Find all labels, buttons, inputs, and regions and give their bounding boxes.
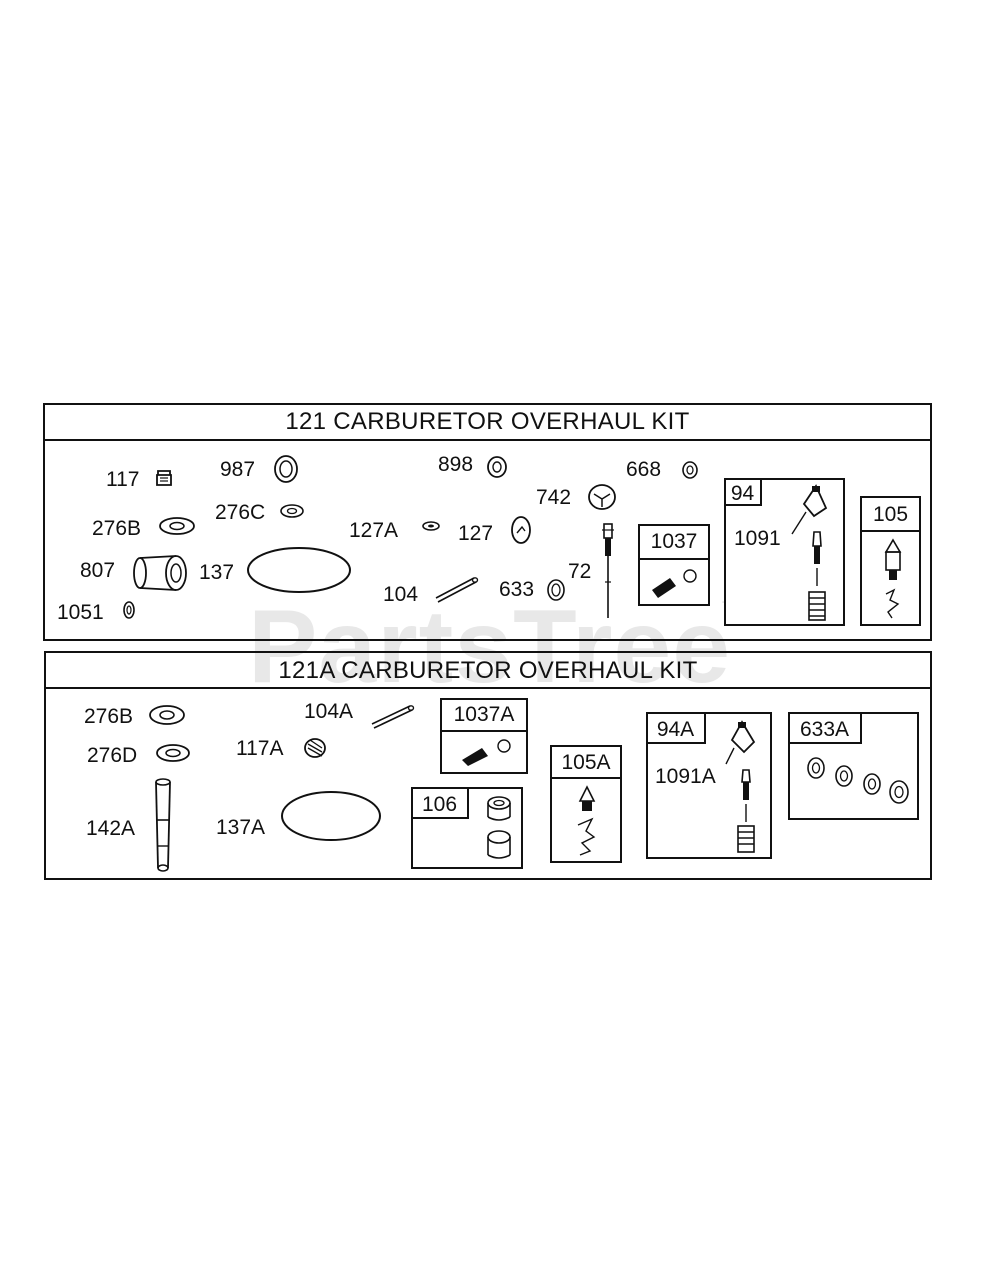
part-label-807: 807: [80, 559, 116, 582]
part-137-icon: [247, 547, 351, 593]
part-142A-icon: [155, 778, 171, 872]
subkit-94A-label-1091A: 1091A: [655, 765, 716, 788]
part-807-icon: [133, 555, 187, 591]
part-72-icon: [602, 523, 614, 618]
subkit-94-parts-icon: [791, 484, 828, 621]
part-137A-icon: [281, 791, 381, 841]
subkit-94A-parts-icon: [725, 720, 756, 853]
part-label-668: 668: [626, 458, 662, 481]
subkit-105A-parts-icon: [577, 785, 596, 856]
subkit-94-tag: 94: [723, 477, 762, 506]
part-633-icon: [547, 579, 565, 601]
part-label-276D: 276D: [87, 744, 138, 767]
part-label-742: 742: [536, 486, 572, 509]
subkit-94-label-1091: 1091: [734, 527, 781, 550]
subkit-105-tag: 105: [862, 498, 919, 532]
part-276B-kit2-icon: [149, 705, 185, 725]
part-127A-icon: [422, 521, 440, 531]
subkit-633A-parts-icon: [807, 757, 909, 804]
part-276B-icon: [159, 517, 195, 535]
subkit-105: 105: [860, 496, 921, 626]
subkit-1037-parts-icon: [652, 569, 697, 598]
part-label-127: 127: [458, 522, 494, 545]
subkit-1037: 1037: [638, 524, 710, 606]
part-127-icon: [511, 516, 531, 544]
part-label-1051: 1051: [57, 601, 104, 624]
subkit-94: 94: [723, 477, 845, 626]
kit-121-title: 121 CARBURETOR OVERHAUL KIT: [45, 405, 930, 441]
part-label-633: 633: [499, 578, 535, 601]
part-label-987: 987: [220, 458, 256, 481]
part-label-276B-kit2: 276B: [84, 705, 134, 728]
part-label-72: 72: [568, 560, 592, 583]
subkit-106-tag: 106: [410, 786, 469, 819]
subkit-105A: 105A: [550, 745, 622, 863]
part-276C-icon: [280, 504, 304, 518]
part-987-icon: [274, 455, 298, 483]
part-668-icon: [682, 461, 698, 479]
subkit-633A-tag: 633A: [787, 711, 862, 744]
part-label-137A: 137A: [216, 816, 266, 839]
part-label-104A: 104A: [304, 700, 354, 723]
subkit-1037A: 1037A: [440, 698, 528, 774]
part-label-276C: 276C: [215, 501, 266, 524]
subkit-105A-tag: 105A: [552, 747, 620, 779]
subkit-1037A-tag: 1037A: [442, 700, 526, 732]
subkit-105-parts-icon: [884, 538, 902, 619]
part-276D-icon: [156, 744, 190, 762]
kit-121-panel: 121 CARBURETOR OVERHAUL KIT: [43, 403, 932, 641]
part-label-137: 137: [199, 561, 235, 584]
part-117-icon: [156, 470, 172, 486]
part-label-127A: 127A: [349, 519, 399, 542]
subkit-94A-tag: 94A: [645, 711, 706, 744]
kit-121A-panel: 121A CARBURETOR OVERHAUL KIT: [44, 651, 932, 880]
part-104A-icon: [371, 705, 415, 729]
part-1051-icon: [123, 601, 135, 619]
part-104-icon: [435, 577, 479, 603]
part-label-898: 898: [438, 453, 474, 476]
subkit-1037-tag: 1037: [640, 526, 708, 560]
subkit-1037A-parts-icon: [462, 739, 511, 766]
part-label-117: 117: [106, 468, 140, 491]
part-117A-icon: [304, 738, 326, 758]
kit-121A-title: 121A CARBURETOR OVERHAUL KIT: [46, 653, 930, 689]
part-742-icon: [588, 484, 616, 510]
subkit-106-parts-icon: [487, 796, 511, 859]
subkit-633A: 633A: [787, 711, 919, 820]
part-label-142A: 142A: [86, 817, 136, 840]
subkit-106: 106: [410, 786, 523, 869]
part-898-icon: [487, 456, 507, 478]
part-label-104: 104: [383, 583, 419, 606]
part-label-276B: 276B: [92, 517, 142, 540]
part-label-117A: 117A: [236, 737, 284, 760]
